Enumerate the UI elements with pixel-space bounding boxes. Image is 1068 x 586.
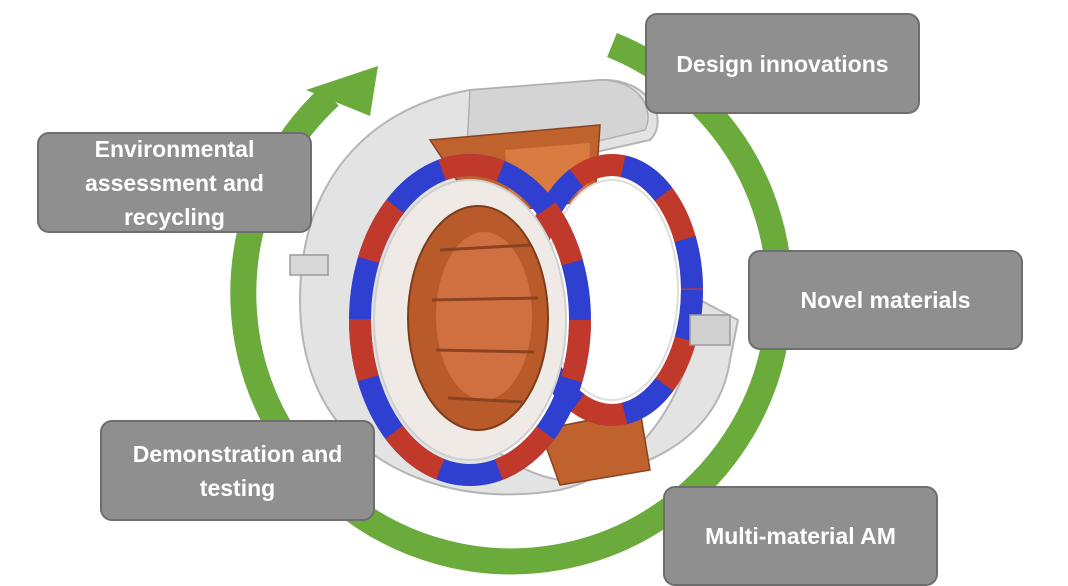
step-novel-materials: Novel materials — [748, 250, 1023, 350]
cycle-arrow-ring — [230, 32, 793, 575]
step-environmental-assessment: Environmental assessment and recycling — [37, 132, 312, 233]
electric-motor-cutaway-icon — [289, 78, 740, 496]
step-demonstration-testing: Demonstration and testing — [100, 420, 375, 521]
cycle-arrowhead — [306, 66, 378, 116]
step-multi-material-am: Multi-material AM — [663, 486, 938, 586]
step-design-innovations: Design innovations — [645, 13, 920, 114]
